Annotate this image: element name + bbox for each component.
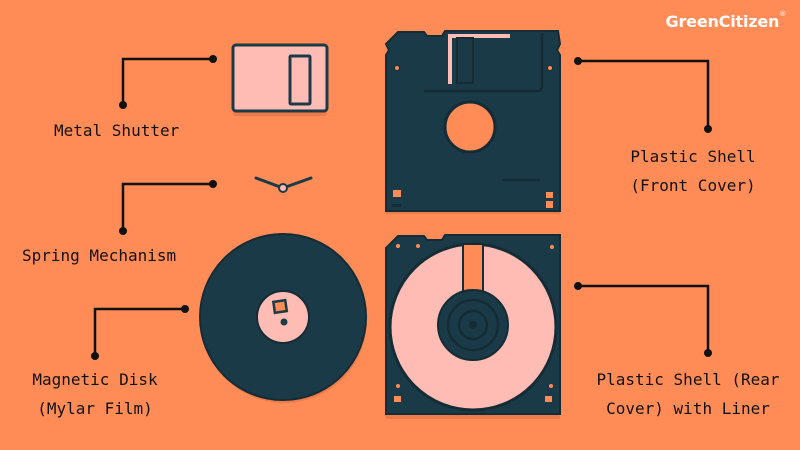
front-cover-icon <box>384 30 562 214</box>
leader-lines <box>93 57 710 355</box>
leader-dots <box>91 55 712 360</box>
label-magnetic-disk-line1: Magnetic Disk <box>32 370 158 389</box>
leader-metal-shutter <box>121 57 213 104</box>
leader-magnetic-disk <box>93 307 185 355</box>
brand-name: GreenCitizen <box>665 12 780 31</box>
label-front-cover-line1: Plastic Shell <box>630 147 756 166</box>
label-metal-shutter: Metal Shutter <box>54 121 180 140</box>
label-front-cover-line2: (Front Cover) <box>630 176 756 195</box>
label-spring-mechanism: Spring Mechanism <box>22 246 177 265</box>
magnetic-disk-icon <box>199 233 367 403</box>
label-rear-cover: Plastic Shell (Rear Cover) with Liner <box>578 365 798 423</box>
leader-rear-cover <box>578 284 710 353</box>
brand-logo: GreenCitizen® <box>665 10 787 31</box>
label-rear-cover-line2: Cover) with Liner <box>606 399 770 418</box>
label-magnetic-disk-line2: (Mylar Film) <box>37 399 153 418</box>
metal-shutter-icon <box>231 43 329 116</box>
leader-front-cover <box>578 59 710 129</box>
rear-cover-icon <box>385 234 561 419</box>
leader-spring <box>121 182 213 230</box>
label-front-cover: Plastic Shell (Front Cover) <box>617 142 769 200</box>
label-magnetic-disk: Magnetic Disk (Mylar Film) <box>27 365 163 423</box>
label-rear-cover-line1: Plastic Shell (Rear <box>596 370 780 389</box>
registered-mark: ® <box>779 10 786 18</box>
spring-icon <box>254 176 313 193</box>
